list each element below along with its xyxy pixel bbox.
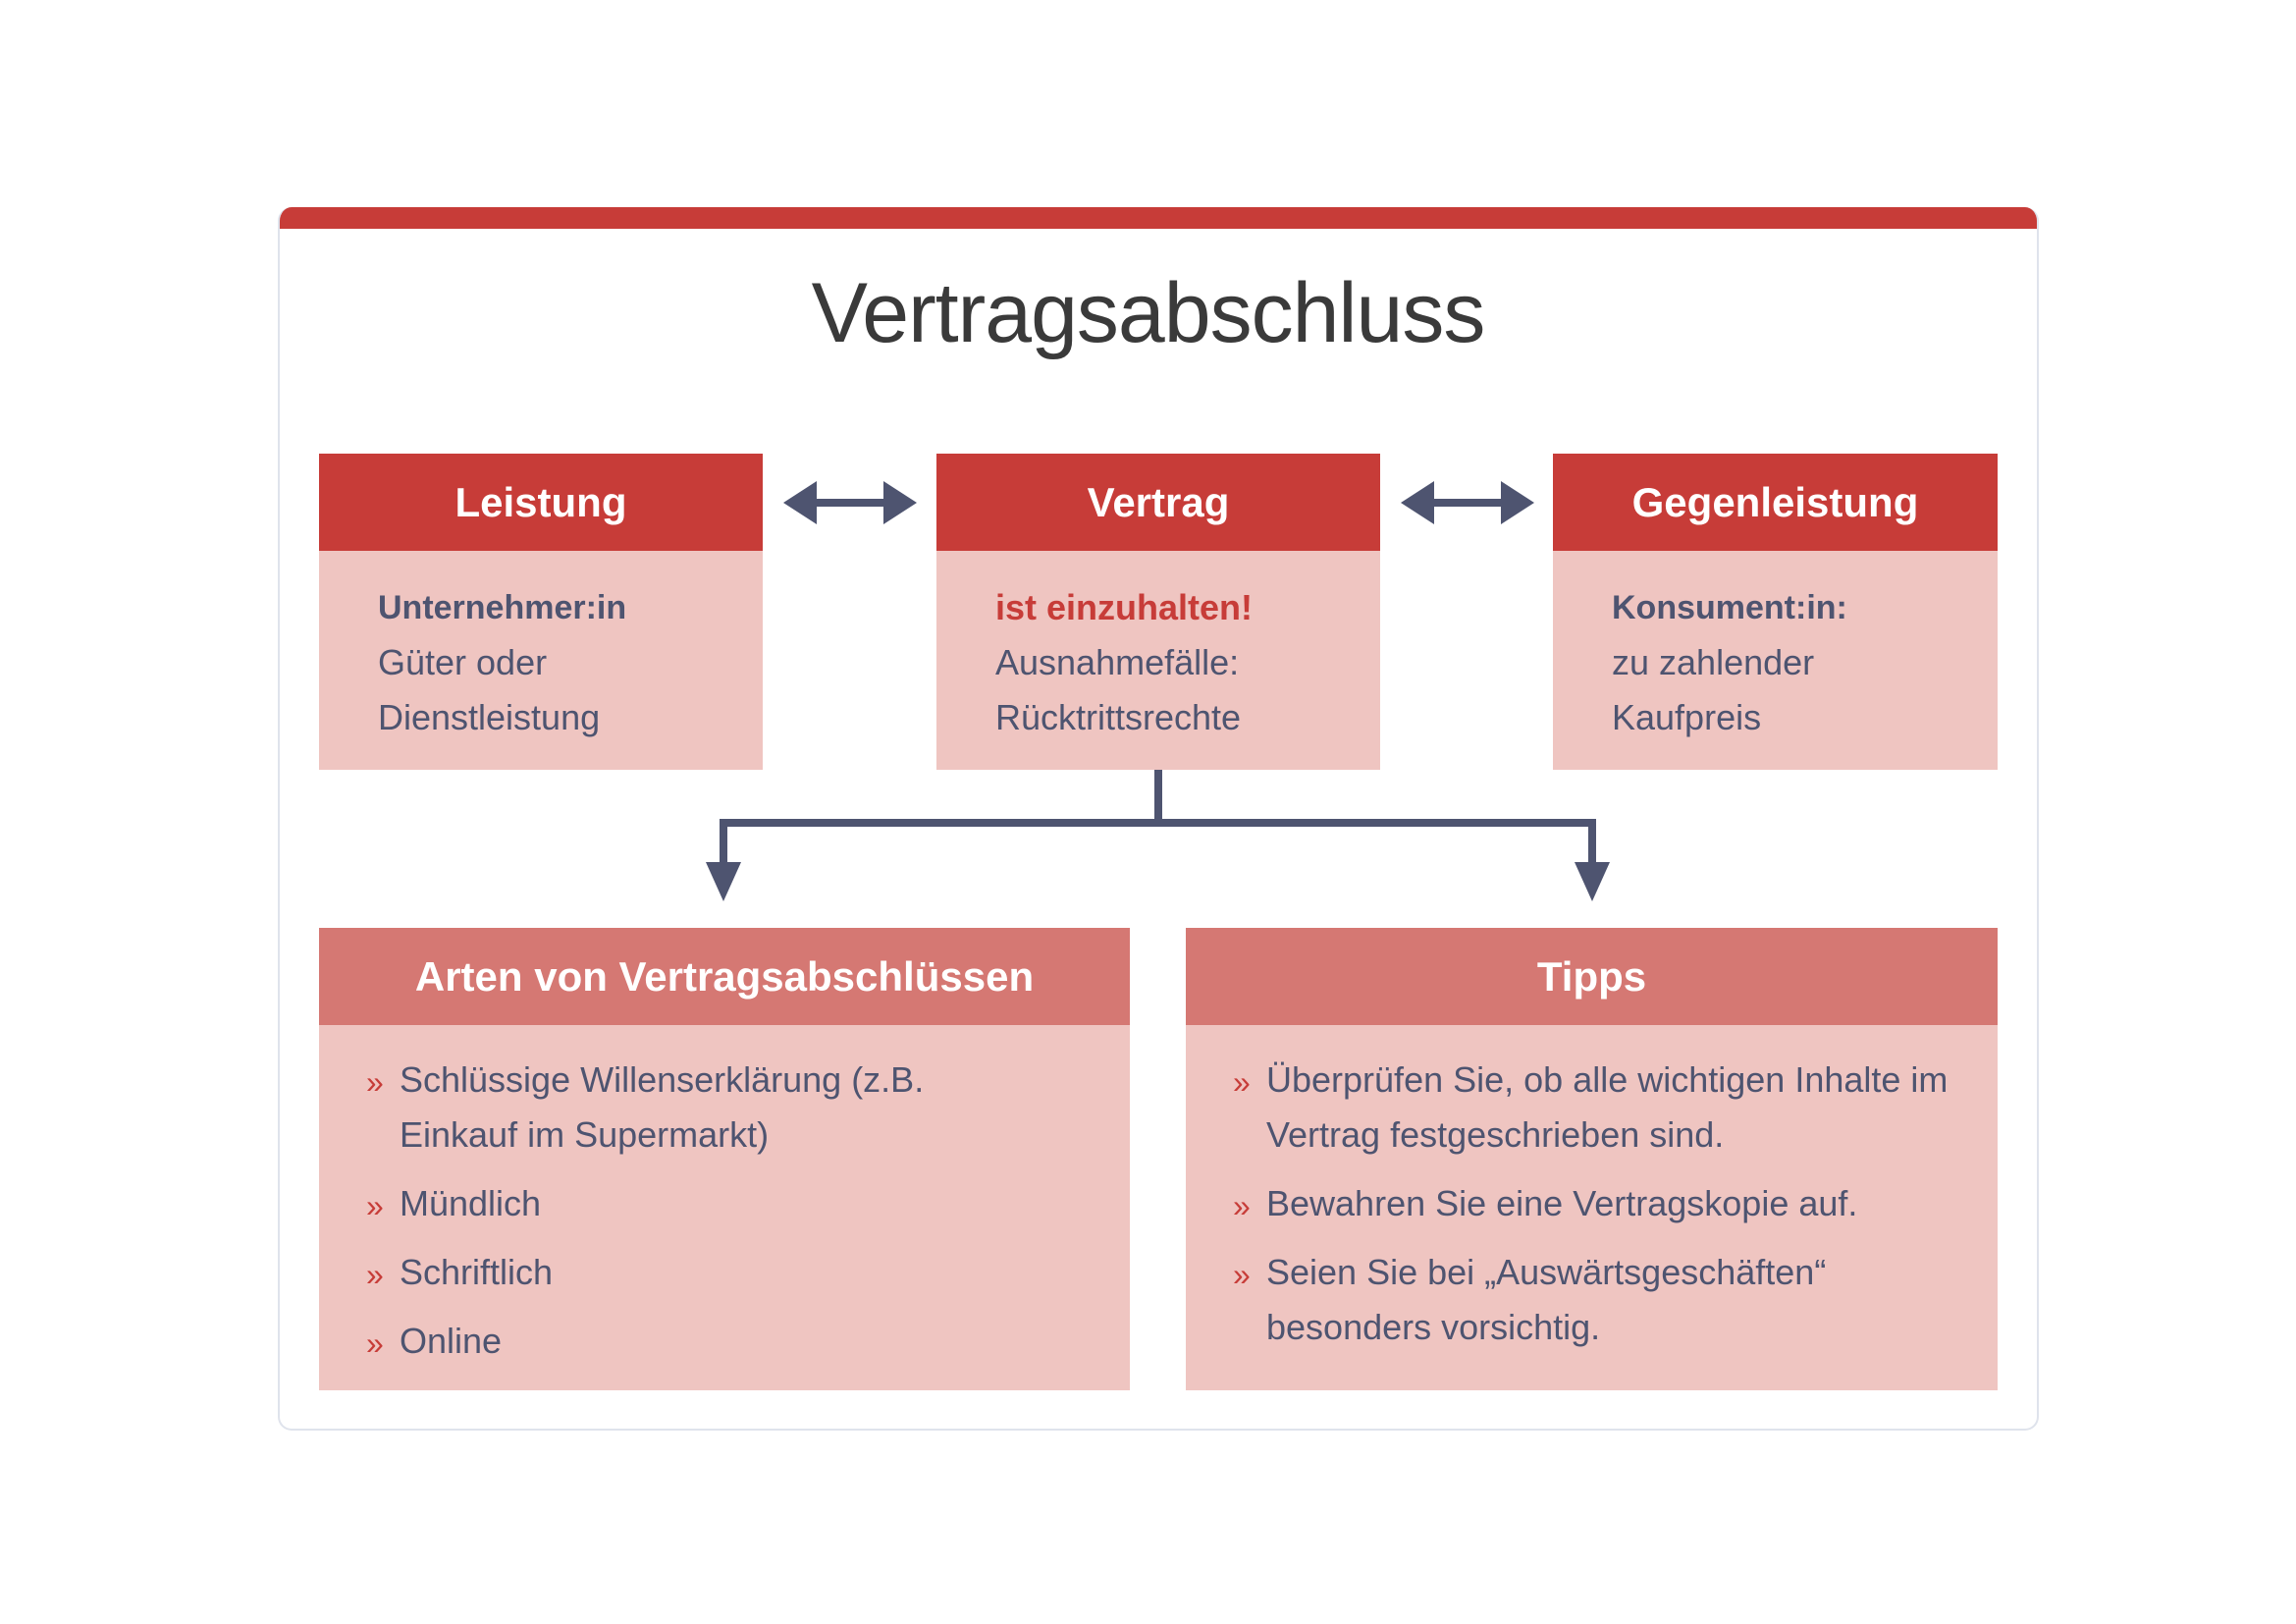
box-line: Kaufpreis bbox=[1612, 697, 1762, 737]
list-item: »Online bbox=[366, 1314, 1110, 1369]
box-line: zu zahlender bbox=[1612, 642, 1815, 682]
bullet-icon: » bbox=[366, 1188, 384, 1223]
bullet-icon: » bbox=[1233, 1257, 1251, 1292]
list-item: »Schlüssige Willenserklärung (z.B. Einka… bbox=[366, 1053, 1110, 1163]
arrowhead-down-icon bbox=[706, 862, 741, 901]
box-line: Konsument:in: bbox=[1612, 589, 1847, 626]
list-item: »Überprüfen Sie, ob alle wichtigen Inhal… bbox=[1233, 1053, 1978, 1163]
box-vertrag: Vertrag ist einzuhalten! Ausnahmefälle: … bbox=[936, 454, 1380, 770]
bullet-icon: » bbox=[366, 1064, 384, 1100]
box-tipps: Tipps »Überprüfen Sie, ob alle wichtigen… bbox=[1186, 928, 1998, 1390]
bullet-icon: » bbox=[366, 1326, 384, 1361]
diagram-title: Vertragsabschluss bbox=[811, 266, 1486, 360]
branch-arrow-icon bbox=[720, 770, 1596, 869]
list-item: »Bewahren Sie eine Vertragskopie auf. bbox=[1233, 1176, 1978, 1231]
bullet-icon: » bbox=[1233, 1064, 1251, 1100]
accent-bar bbox=[280, 207, 2037, 229]
box-header: Leistung bbox=[319, 454, 763, 551]
double-arrow-icon bbox=[1401, 481, 1534, 524]
box-line: Rücktrittsrechte bbox=[995, 697, 1242, 737]
box-line: Ausnahmefälle: bbox=[995, 642, 1240, 682]
box-header: Vertrag bbox=[936, 454, 1380, 551]
bullet-icon: » bbox=[1233, 1188, 1251, 1223]
double-arrow-icon bbox=[783, 481, 917, 524]
bullet-icon: » bbox=[366, 1257, 384, 1292]
box-header: Arten von Vertragsabschlüssen bbox=[319, 928, 1130, 1025]
box-line: Unternehmer:in bbox=[378, 589, 627, 626]
box-arten: Arten von Vertragsabschlüssen »Schlüssig… bbox=[319, 928, 1130, 1390]
box-gegenleistung: Gegenleistung Konsument:in: zu zahlender… bbox=[1553, 454, 1998, 770]
box-header: Tipps bbox=[1186, 928, 1998, 1025]
list-item: »Mündlich bbox=[366, 1176, 1110, 1231]
box-header: Gegenleistung bbox=[1553, 454, 1998, 551]
box-line: Güter oder bbox=[378, 642, 548, 682]
box-leistung: Leistung Unternehmer:in Güter oder Diens… bbox=[319, 454, 763, 770]
box-line: ist einzuhalten! bbox=[995, 587, 1254, 627]
list-item: »Seien Sie bei „Auswärtsgeschäften“ beso… bbox=[1233, 1245, 1978, 1355]
list-item: »Schriftlich bbox=[366, 1245, 1110, 1300]
box-line: Dienstleistung bbox=[378, 697, 601, 737]
arrowhead-down-icon bbox=[1575, 862, 1610, 901]
